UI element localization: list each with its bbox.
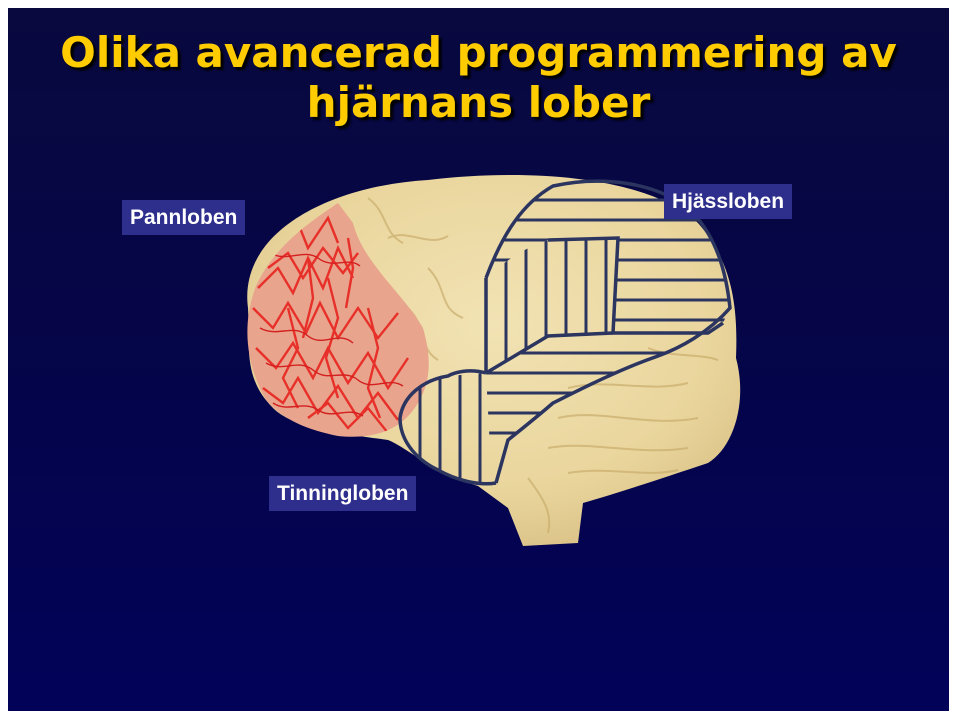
temporal-lobe-label: Tinningloben [269, 476, 416, 511]
brain-diagram [8, 8, 949, 711]
slide: Olika avancerad programmering av hjärnan… [8, 8, 949, 711]
parietal-lobe-label: Hjässloben [664, 184, 792, 219]
frontal-lobe-label: Pannloben [122, 200, 245, 235]
